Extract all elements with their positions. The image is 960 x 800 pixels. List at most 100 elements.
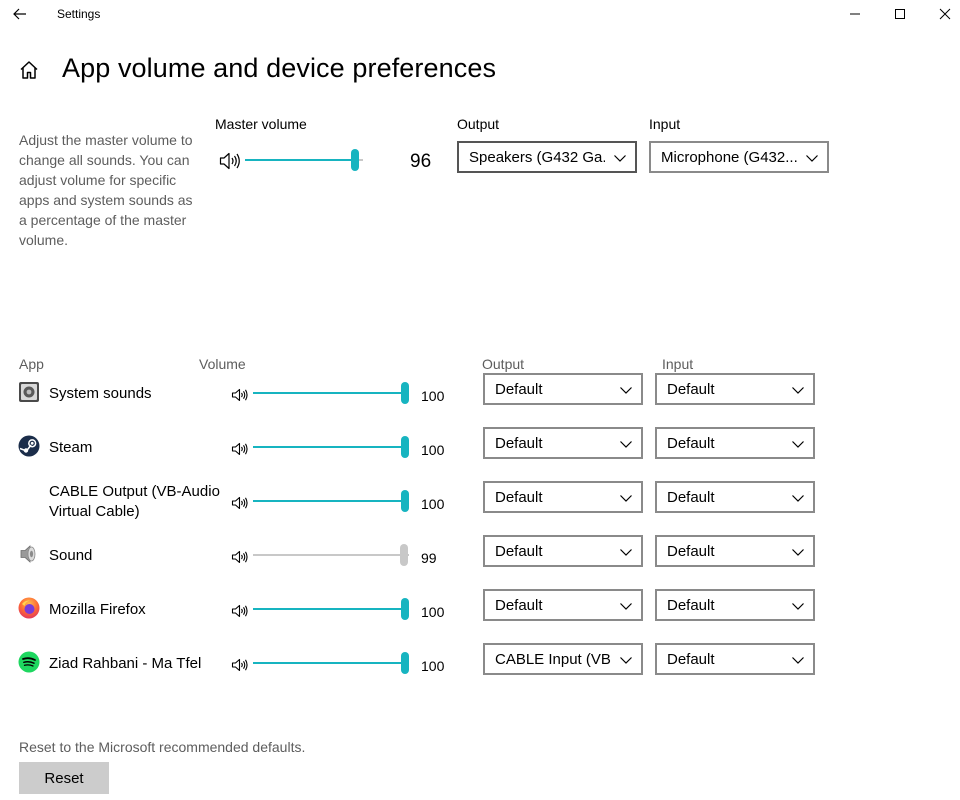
spotify-icon	[18, 651, 40, 673]
chevron-down-icon	[792, 387, 804, 394]
slider-thumb[interactable]	[351, 149, 359, 171]
dropdown-value: CABLE Input (VB-A	[495, 650, 611, 668]
app-volume-slider[interactable]	[253, 597, 409, 621]
reset-button[interactable]: Reset	[19, 762, 109, 794]
dropdown-value: Speakers (G432 Ga...	[469, 148, 605, 166]
column-header-input: Input	[662, 356, 694, 372]
maximize-button[interactable]	[877, 0, 923, 28]
speaker-icon[interactable]	[231, 657, 249, 673]
app-output-dropdown[interactable]: Default	[483, 427, 643, 459]
column-header-volume: Volume	[199, 356, 246, 372]
app-output-dropdown[interactable]: CABLE Input (VB-A	[483, 643, 643, 675]
app-input-dropdown[interactable]: Default	[655, 481, 815, 513]
dropdown-value: Default	[495, 380, 543, 398]
slider-fill	[253, 554, 404, 556]
app-volume-value: 100	[421, 496, 445, 512]
speaker-icon[interactable]	[231, 387, 249, 403]
app-input-dropdown[interactable]: Default	[655, 535, 815, 567]
app-volume-slider[interactable]	[253, 489, 409, 513]
app-output-dropdown[interactable]: Default	[483, 481, 643, 513]
dropdown-value: Default	[495, 434, 543, 452]
app-input-dropdown[interactable]: Default	[655, 589, 815, 621]
speaker-icon[interactable]	[231, 603, 249, 619]
slider-fill	[253, 500, 405, 502]
dropdown-value: Default	[667, 650, 715, 668]
page-description: Adjust the master volume to change all s…	[19, 132, 193, 248]
firefox-icon	[18, 597, 40, 619]
slider-thumb[interactable]	[401, 598, 409, 620]
app-volume-slider[interactable]	[253, 651, 409, 675]
maximize-icon	[895, 9, 905, 19]
app-name: System sounds	[49, 385, 152, 402]
app-name: Mozilla Firefox	[49, 601, 146, 618]
app-name: Ziad Rahbani - Ma Tfel	[49, 655, 202, 672]
app-input-dropdown[interactable]: Default	[655, 643, 815, 675]
speaker-icon[interactable]	[231, 495, 249, 511]
minimize-icon	[850, 13, 860, 15]
window-title: Settings	[57, 7, 101, 21]
slider-thumb[interactable]	[401, 382, 409, 404]
dropdown-value: Default	[495, 596, 543, 614]
dropdown-value: Default	[667, 380, 715, 398]
minimize-button[interactable]	[832, 0, 878, 28]
speaker-icon[interactable]	[231, 441, 249, 457]
slider-fill	[245, 159, 355, 161]
chevron-down-icon	[620, 441, 632, 448]
chevron-down-icon	[614, 155, 626, 162]
column-header-output: Output	[482, 356, 525, 372]
chevron-down-icon	[620, 387, 632, 394]
slider-fill	[253, 392, 405, 394]
app-input-dropdown[interactable]: Default	[655, 427, 815, 459]
master-input-dropdown[interactable]: Microphone (G432...	[649, 141, 829, 173]
close-button[interactable]	[922, 0, 960, 28]
chevron-down-icon	[806, 155, 818, 162]
app-volume-value: 100	[421, 442, 445, 458]
slider-thumb[interactable]	[400, 544, 408, 566]
page-title: App volume and device preferences	[62, 53, 497, 83]
steam-icon	[18, 435, 40, 457]
home-icon	[20, 61, 38, 79]
back-button[interactable]	[6, 2, 34, 26]
master-volume-label: Master volume	[215, 116, 307, 132]
master-output-dropdown[interactable]: Speakers (G432 Ga...	[457, 141, 637, 173]
slider-fill	[253, 608, 405, 610]
chevron-down-icon	[792, 657, 804, 664]
dropdown-value: Default	[667, 596, 715, 614]
app-volume-slider[interactable]	[253, 543, 409, 567]
dropdown-value: Microphone (G432...	[661, 148, 797, 166]
slider-fill	[253, 662, 405, 664]
app-volume-value: 100	[421, 658, 445, 674]
slider-thumb[interactable]	[401, 436, 409, 458]
chevron-down-icon	[792, 603, 804, 610]
speaker-icon[interactable]	[219, 151, 241, 171]
chevron-down-icon	[792, 441, 804, 448]
dropdown-value: Default	[667, 542, 715, 560]
master-volume-slider[interactable]	[245, 148, 363, 172]
back-arrow-icon	[13, 8, 26, 20]
master-input-label: Input	[649, 116, 681, 132]
app-output-dropdown[interactable]: Default	[483, 535, 643, 567]
master-volume-value: 96	[410, 151, 432, 172]
app-output-dropdown[interactable]: Default	[483, 373, 643, 405]
app-volume-slider[interactable]	[253, 381, 409, 405]
chevron-down-icon	[620, 549, 632, 556]
reset-description: Reset to the Microsoft recommended defau…	[19, 739, 306, 755]
app-volume-slider[interactable]	[253, 435, 409, 459]
app-name: Steam	[49, 439, 93, 456]
home-button[interactable]	[18, 59, 40, 81]
dropdown-value: Default	[667, 434, 715, 452]
dropdown-value: Default	[667, 488, 715, 506]
chevron-down-icon	[792, 549, 804, 556]
column-header-app: App	[19, 356, 44, 372]
app-volume-value: 100	[421, 388, 445, 404]
app-volume-value: 99	[421, 550, 437, 566]
app-volume-value: 100	[421, 604, 445, 620]
app-name: Sound	[49, 547, 93, 564]
chevron-down-icon	[620, 657, 632, 664]
app-input-dropdown[interactable]: Default	[655, 373, 815, 405]
slider-thumb[interactable]	[401, 490, 409, 512]
speaker-icon[interactable]	[231, 549, 249, 565]
master-output-label: Output	[457, 116, 500, 132]
app-output-dropdown[interactable]: Default	[483, 589, 643, 621]
slider-thumb[interactable]	[401, 652, 409, 674]
